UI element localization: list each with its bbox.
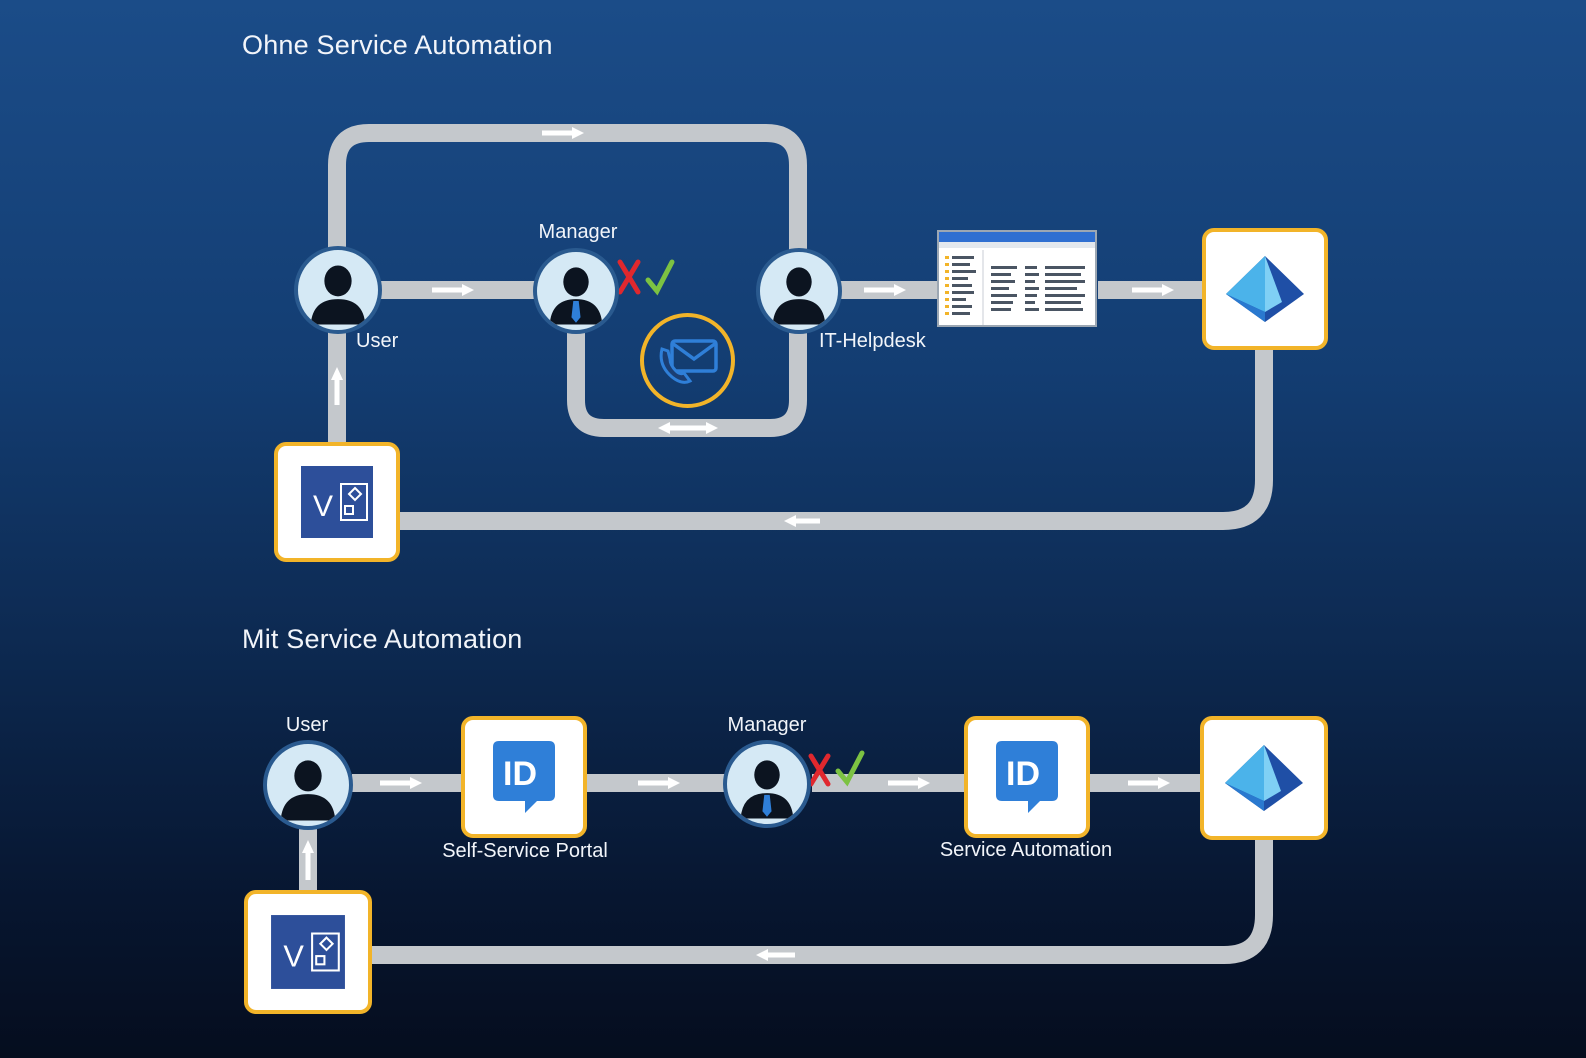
arrow-right-user-manager (432, 284, 474, 296)
pipe-entra-visio-top (398, 348, 1273, 530)
arrow-right-doc-entra (1132, 284, 1174, 296)
manager-label-top: Manager (538, 221, 618, 243)
id-icon: ID (493, 741, 555, 813)
user-icon (772, 267, 826, 325)
manager-icon (740, 760, 794, 819)
user-node-top (294, 246, 382, 334)
arrow-right-user-portal (380, 777, 422, 789)
approve-icon-top (645, 259, 675, 296)
user-icon (310, 265, 366, 325)
arrow-right-helpdesk-doc (864, 284, 906, 296)
pipe-entra-visio-bottom (372, 838, 1273, 964)
arrow-up-bottom (302, 840, 314, 880)
svg-text:ID: ID (503, 755, 537, 793)
user-icon (280, 760, 336, 821)
ticket-list-icon (939, 232, 1095, 325)
visio-tile-bottom: V (244, 890, 372, 1014)
section-title-without: Ohne Service Automation (242, 30, 553, 60)
user-label-bottom: User (285, 714, 329, 736)
manager-icon (549, 267, 603, 325)
approve-icon-bottom (835, 750, 865, 787)
svg-text:V: V (283, 938, 304, 973)
svg-text:V: V (313, 490, 333, 523)
entra-tile-top (1202, 228, 1328, 350)
section-title-with: Mit Service Automation (242, 624, 523, 654)
visio-icon: V (301, 466, 373, 538)
service-automation-label: Service Automation (939, 839, 1113, 861)
entra-id-icon (1225, 745, 1303, 811)
phone-mail-icon (659, 338, 718, 384)
arrow-up-top (331, 367, 343, 405)
arrow-both-manager-loop (658, 422, 718, 434)
helpdesk-node (756, 248, 842, 334)
visio-tile-top: V (274, 442, 400, 562)
user-label-top: User (356, 330, 399, 352)
user-node-bottom (263, 740, 353, 830)
reject-icon-bottom (808, 753, 831, 787)
manager-node-bottom (723, 740, 811, 828)
self-service-portal-tile: ID (461, 716, 587, 838)
self-service-portal-label: Self-Service Portal (442, 840, 608, 862)
arrow-right-top-loop (542, 127, 584, 139)
arrow-right-portal-manager (638, 777, 680, 789)
helpdesk-label: IT-Helpdesk (819, 330, 926, 352)
phone-mail-node (640, 313, 735, 408)
arrow-left-bottom-bottom (756, 949, 795, 961)
entra-tile-bottom (1200, 716, 1328, 840)
entra-id-icon (1226, 256, 1304, 322)
svg-text:ID: ID (1006, 755, 1040, 793)
visio-icon: V (271, 915, 345, 989)
ticket-list-document (937, 230, 1097, 327)
arrow-right-automation-entra (1128, 777, 1170, 789)
arrow-right-manager-automation (888, 777, 930, 789)
arrow-left-bottom-top (784, 515, 820, 527)
manager-label-bottom: Manager (727, 714, 807, 736)
reject-icon-top (617, 259, 641, 295)
id-icon: ID (996, 741, 1058, 813)
service-automation-tile: ID (964, 716, 1090, 838)
manager-node-top (533, 248, 619, 334)
